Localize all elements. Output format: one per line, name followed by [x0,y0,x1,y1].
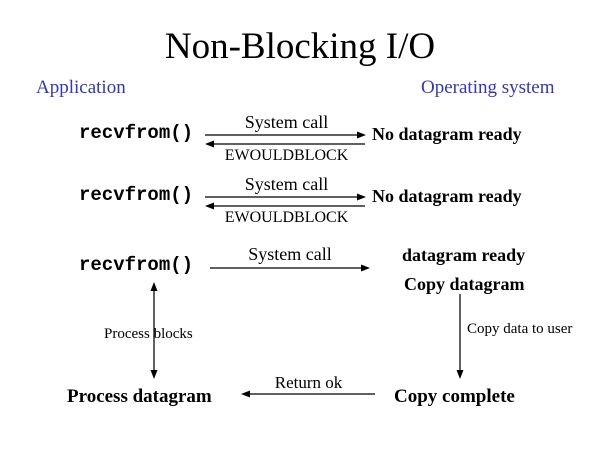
ewouldblock-label-2: EWOULDBLOCK [224,209,349,226]
column-header-operating-system: Operating system [421,77,555,98]
return-ok-arrow [241,390,375,398]
page-title: Non-Blocking I/O [164,26,436,67]
os-state-datagram-ready: datagram ready [402,245,526,265]
column-header-application: Application [36,77,126,98]
process-blocks-label: Process blocks [104,326,193,342]
system-call-label-3: System call [248,244,332,264]
copy-data-arrow [456,294,464,379]
recvfrom-call-1: recvfrom() [79,122,194,144]
os-action-copy-datagram: Copy datagram [404,274,525,294]
ewouldblock-label-1: EWOULDBLOCK [224,147,349,164]
system-call-arrow-3 [210,264,370,272]
recvfrom-call-3: recvfrom() [79,254,194,276]
system-call-label-2: System call [244,174,329,194]
copy-data-to-user-label: Copy data to user [467,321,573,337]
process-blocks-double-arrow [150,282,158,379]
system-call-arrow-2 [205,193,366,201]
system-call-label-1: System call [244,112,329,132]
return-ok-label: Return ok [274,373,343,392]
ewouldblock-arrow-2 [205,202,365,210]
system-call-arrow-1 [205,131,366,139]
os-state-no-datagram-1: No datagram ready [372,124,522,144]
app-state-process-datagram: Process datagram [67,386,212,407]
recvfrom-call-2: recvfrom() [79,184,194,206]
os-state-no-datagram-2: No datagram ready [372,186,522,206]
ewouldblock-arrow-1 [205,140,365,148]
os-state-copy-complete: Copy complete [394,386,515,407]
